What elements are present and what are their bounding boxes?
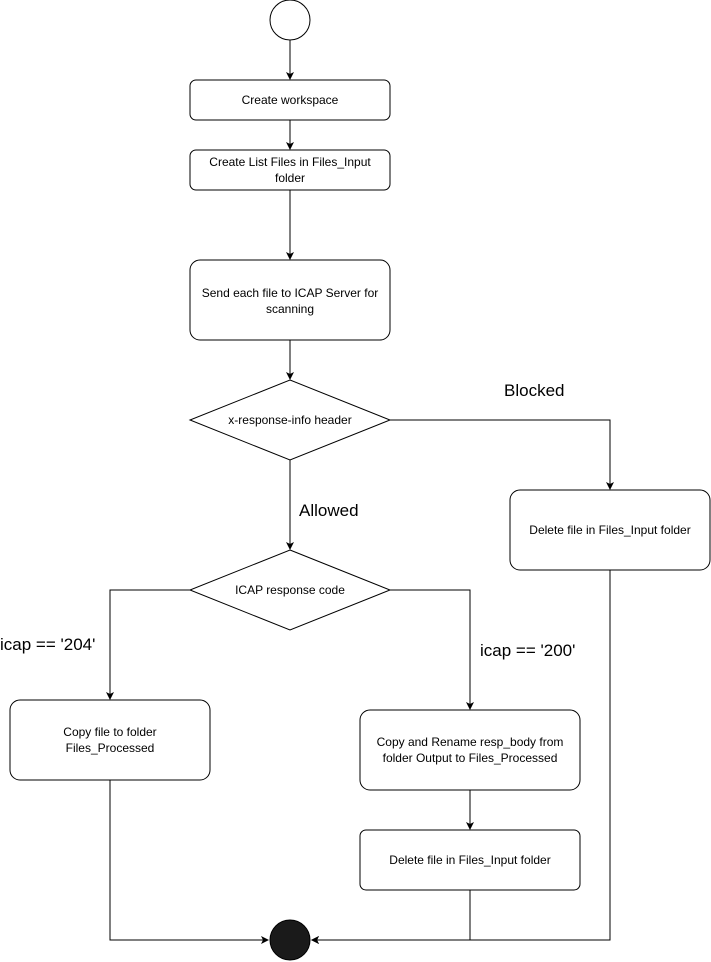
- send-to-icap-label-line1: Send each file to ICAP Server for: [202, 286, 379, 300]
- edge-delete200-to-end: [311, 890, 471, 944]
- edge-label-icap-204: icap == '204': [0, 635, 95, 654]
- copy-200-label-line1: Copy and Rename resp_body from: [377, 735, 564, 749]
- end-node: [269, 919, 311, 961]
- edge-icap-204: [106, 589, 190, 700]
- header-decision-node: x-response-info header: [188, 379, 392, 461]
- copy-204-node: Copy file to folder Files_Processed: [9, 699, 211, 781]
- delete-blocked-node: Delete file in Files_Input folder: [509, 489, 711, 571]
- create-list-files-label-line2: folder: [275, 171, 305, 185]
- delete-200-box: [359, 829, 581, 891]
- header-decision-label: x-response-info header: [228, 413, 351, 427]
- delete-blocked-box: [509, 489, 711, 571]
- delete-200-node: Delete file in Files_Input folder: [359, 829, 581, 891]
- create-list-files-label-line1: Create List Files in Files_Input: [209, 155, 371, 169]
- edge-label-allowed: Allowed: [299, 501, 359, 520]
- start-node: [269, 0, 311, 41]
- copy-204-label-line2: Files_Processed: [66, 741, 155, 755]
- create-workspace-label: Create workspace: [242, 93, 339, 107]
- response-code-decision-diamond: [188, 549, 392, 631]
- response-code-decision-node: ICAP response code: [188, 549, 392, 631]
- create-workspace-node: Create workspace: [189, 79, 391, 121]
- copy-200-label-line2: folder Output to Files_Processed: [383, 751, 558, 765]
- create-workspace-box: [189, 79, 391, 121]
- create-list-files-box: [189, 149, 391, 191]
- edge-label-icap-200: icap == '200': [480, 641, 575, 660]
- delete-200-label: Delete file in Files_Input folder: [389, 853, 550, 867]
- edge-label-blocked: Blocked: [504, 381, 564, 400]
- header-decision-diamond: [188, 379, 392, 461]
- edge-blocked-delete-to-end: [311, 570, 611, 944]
- create-list-files-node: Create List Files in Files_Input folder: [189, 149, 391, 191]
- send-to-icap-box: [189, 259, 391, 341]
- edge-blocked: [390, 419, 614, 490]
- response-code-decision-label: ICAP response code: [235, 583, 345, 597]
- edges: [106, 40, 614, 944]
- copy-204-label-line1: Copy file to folder: [63, 725, 156, 739]
- send-to-icap-node: Send each file to ICAP Server for scanni…: [189, 259, 391, 341]
- edge-copy204-to-end: [109, 780, 269, 944]
- delete-blocked-label: Delete file in Files_Input folder: [529, 523, 690, 537]
- edge-icap-200: [390, 589, 474, 710]
- copy-200-box: [359, 709, 581, 791]
- copy-200-node: Copy and Rename resp_body from folder Ou…: [359, 709, 581, 791]
- send-to-icap-label-line2: scanning: [266, 302, 314, 316]
- copy-204-box: [9, 699, 211, 781]
